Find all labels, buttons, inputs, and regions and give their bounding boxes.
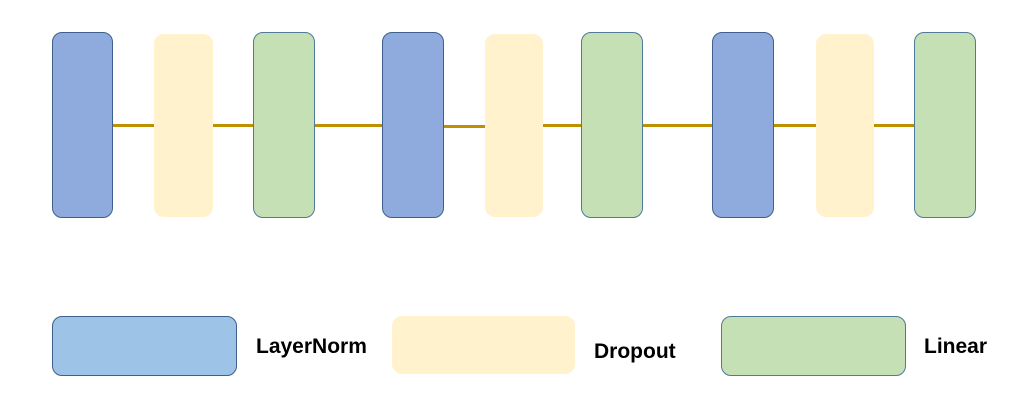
dropout-block: [816, 34, 874, 217]
linear-block: [581, 32, 643, 218]
legend-linear-label: Linear: [924, 335, 988, 358]
legend-layernorm-swatch: [52, 316, 237, 376]
connector-line: [642, 124, 713, 127]
connector-line: [543, 124, 582, 127]
layernorm-block: [712, 32, 774, 218]
connector-line: [443, 125, 485, 128]
layernorm-block: [52, 32, 113, 218]
connector-line: [112, 124, 154, 127]
connector-line: [212, 124, 254, 127]
connector-line: [314, 124, 383, 127]
legend-dropout-label: Dropout: [594, 340, 676, 363]
linear-block: [914, 32, 976, 218]
layernorm-block: [382, 32, 444, 218]
dropout-block: [485, 34, 543, 217]
legend-layernorm-label: LayerNorm: [256, 335, 367, 358]
legend-linear-swatch: [721, 316, 906, 376]
legend-dropout-swatch: [392, 316, 575, 374]
connector-line: [773, 124, 816, 127]
dropout-block: [154, 34, 213, 217]
connector-line: [873, 124, 915, 127]
linear-block: [253, 32, 315, 218]
